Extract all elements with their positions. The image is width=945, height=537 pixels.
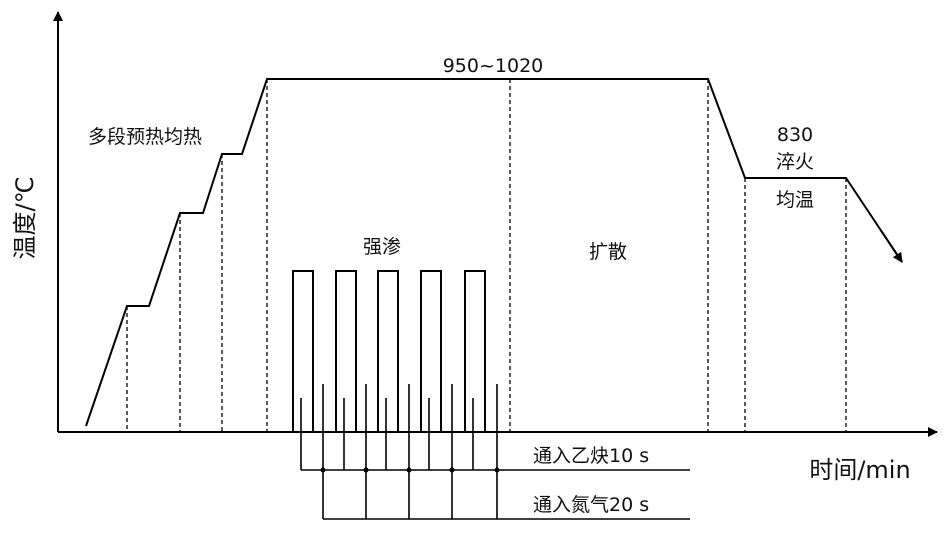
pulse-1	[292, 270, 314, 432]
nitrogen-feed	[322, 384, 690, 520]
stage-separators	[126, 79, 847, 432]
soak-label: 均温	[776, 189, 814, 211]
quench-label: 淬火	[776, 151, 814, 173]
preheat-label: 多段预热均热	[88, 126, 202, 148]
pulse-4	[420, 270, 442, 432]
carburize-temp-label: 950~1020	[443, 55, 544, 77]
quench-temp-label: 830	[777, 124, 813, 146]
pulse-train	[292, 270, 486, 432]
cooling-arrow	[879, 228, 903, 263]
acetylene-label: 通入乙炔10 s	[533, 445, 649, 467]
strong-carburize-label: 强渗	[363, 236, 401, 258]
x-axis-label: 时间/min	[809, 456, 910, 484]
pulse-5	[464, 270, 486, 432]
pulse-2	[335, 270, 357, 432]
diffusion-label: 扩散	[589, 241, 627, 263]
y-axis-label: 温度/℃	[11, 176, 39, 259]
nitrogen-label: 通入氮气20 s	[533, 494, 649, 516]
temperature-profile-line	[85, 78, 903, 427]
pulse-3	[377, 270, 399, 432]
